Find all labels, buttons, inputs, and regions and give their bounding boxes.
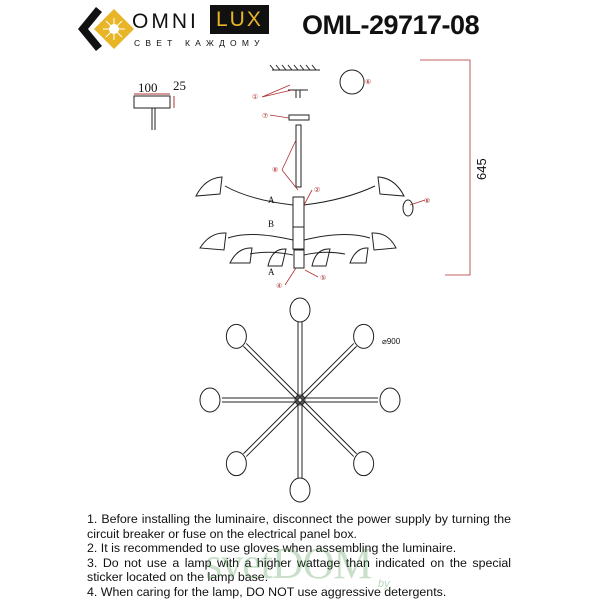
- chandelier-side-view: [195, 64, 414, 269]
- top-view-arm: [243, 343, 302, 402]
- note-4: 4. When caring for the lamp, DO NOT use …: [87, 584, 447, 599]
- top-view-arm: [297, 322, 303, 400]
- watermark-suffix: by: [378, 578, 390, 590]
- arm-label-a-bottom: A: [268, 267, 275, 277]
- top-view-shade: [225, 451, 247, 477]
- overall-height-label: 645: [474, 158, 489, 180]
- top-view-arm: [297, 400, 303, 478]
- callout-8: ⑧: [424, 197, 430, 205]
- top-view-shade: [353, 323, 375, 349]
- top-view-arm: [298, 398, 357, 457]
- callout-2: ②: [314, 186, 320, 194]
- note-2: 2. It is recommended to use gloves when …: [87, 541, 457, 556]
- top-view-hub: [294, 394, 306, 406]
- brand-name-lux: LUX: [210, 5, 269, 34]
- top-view-shade: [289, 477, 311, 503]
- top-view-arm: [222, 397, 300, 403]
- top-view-arm: [300, 397, 378, 403]
- callout-leaders: [261, 59, 471, 286]
- note-1: 1. Before installing the luminaire, disc…: [87, 512, 511, 541]
- top-view-shade: [379, 387, 401, 413]
- callout-1: ①: [252, 93, 258, 101]
- canopy-dimension-view: [133, 93, 175, 130]
- callout-numbers: ① ⑦ ⑥ ⑧ ② ⑧ ④ ⑤: [252, 78, 430, 290]
- brand-name-omni: OMNI: [132, 10, 199, 33]
- omnilux-logo-icon: [78, 7, 134, 51]
- technical-drawing: 100 25 ① ⑦ ⑥ ⑧ ② ⑧ ④ ⑤: [133, 59, 489, 503]
- top-view-shade: [353, 451, 375, 477]
- top-view-arm: [243, 398, 302, 457]
- arm-label-b: B: [268, 219, 274, 229]
- arm-label-a-top: A: [268, 195, 275, 205]
- top-view-shade: [289, 297, 311, 323]
- callout-8-upper: ⑧: [272, 166, 278, 174]
- callout-7: ⑦: [262, 112, 268, 120]
- top-view-shade: [225, 323, 247, 349]
- top-view-arm: [298, 343, 357, 402]
- canopy-height-label: 25: [173, 78, 186, 93]
- chandelier-top-view: [199, 297, 401, 503]
- brand-tagline: СВЕТ КАЖДОМУ: [134, 38, 265, 48]
- callout-5: ⑤: [320, 274, 326, 282]
- safety-notes: 1. Before installing the luminaire, disc…: [87, 512, 511, 600]
- callout-4: ④: [276, 282, 282, 290]
- top-view-shade: [199, 387, 221, 413]
- canopy-width-label: 100: [138, 80, 158, 95]
- callout-6: ⑥: [365, 78, 371, 86]
- model-number: OML-29717-08: [302, 10, 480, 40]
- note-3: 3. Do not use a lamp with a higher watta…: [87, 555, 511, 585]
- diameter-label: ⌀900: [382, 337, 401, 346]
